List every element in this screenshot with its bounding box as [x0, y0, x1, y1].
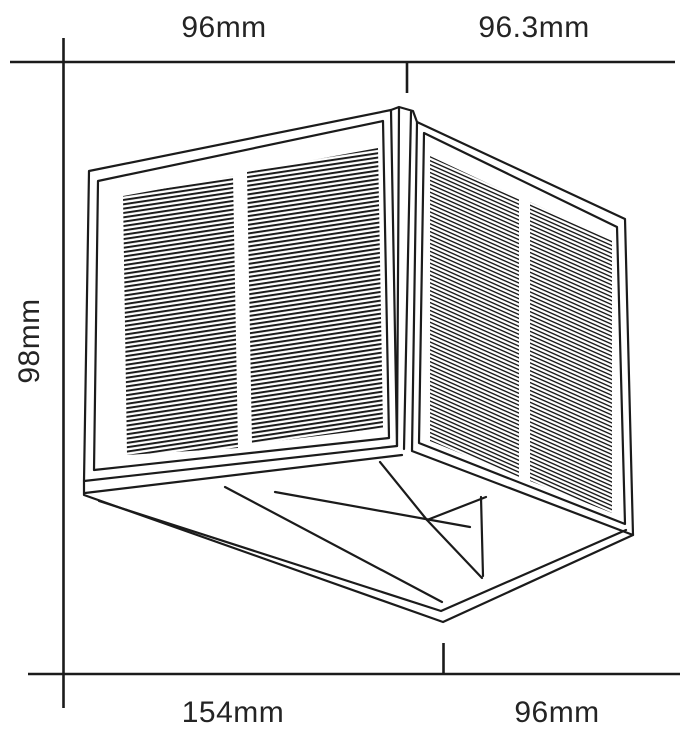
- right-panel-hatch-left: [430, 156, 519, 477]
- reflector-flap-top: [425, 495, 488, 522]
- front-face: [82, 108, 399, 483]
- front-rim-top-line: [83, 453, 404, 495]
- dimension-lines: [10, 38, 680, 708]
- cube-drawing: [82, 105, 635, 624]
- bottom-face: [82, 453, 635, 624]
- front-panel-hatch-right: [247, 148, 383, 444]
- reflector-fold-line-2: [273, 490, 472, 529]
- reflector-crease: [479, 495, 485, 578]
- dimension-label-top-width: 96mm: [181, 11, 267, 44]
- dimension-label-bottom-width: 154mm: [181, 696, 285, 729]
- top-apex-edge: [389, 105, 419, 124]
- dimension-label-bottom-depth: 96mm: [514, 696, 600, 729]
- front-panel-hatch-left: [123, 176, 238, 455]
- bottom-rim-inner: [97, 499, 628, 613]
- edge-strip-left-line: [395, 106, 401, 448]
- right-face-inner-frame: [417, 131, 627, 526]
- center-edge-strip: [389, 105, 419, 451]
- right-panel-hatch-right: [530, 202, 612, 513]
- right-face: [410, 120, 635, 537]
- front-face-inner-frame: [92, 119, 391, 472]
- reflector-fold-line-1: [223, 485, 444, 604]
- dimension-label-top-depth: 96.3mm: [478, 11, 590, 44]
- bottom-rim-outer: [82, 479, 635, 624]
- edge-strip-right-line: [402, 110, 413, 451]
- dimension-label-height: 98mm: [13, 298, 46, 384]
